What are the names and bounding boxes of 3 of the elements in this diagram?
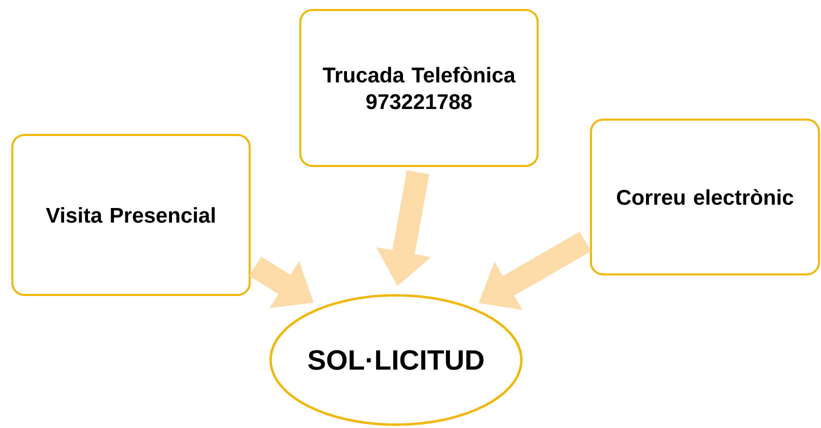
channel-box: Trucada Telefònica 973221788 [299,9,539,167]
channel-box: Correu electrònic [590,118,820,276]
channel-box: Visita Presencial [11,134,251,296]
